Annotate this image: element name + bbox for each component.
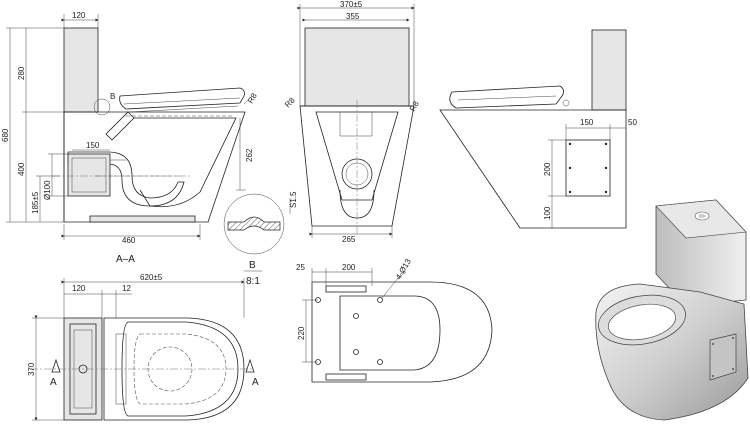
section-mark-left: A — [50, 377, 57, 388]
dim-edge: 25 — [296, 263, 305, 272]
dim-cistern-height: 280 — [17, 66, 26, 80]
detail-b-view: S1.5 B 8:1 — [223, 191, 298, 287]
front-cistern — [304, 27, 410, 107]
isometric-render — [595, 199, 749, 421]
dim-slot-length: 200 — [342, 263, 356, 272]
dim-width: 370 — [27, 362, 36, 376]
side-cistern — [591, 29, 627, 111]
right-side-view: 150 50 200 100 — [439, 29, 637, 229]
cistern — [63, 27, 99, 113]
section-mark-right: A — [252, 377, 259, 388]
dim-panel-height: 200 — [543, 162, 552, 176]
trap-pipe — [67, 151, 185, 207]
top-view: A A 620±5 120 12 370 — [27, 273, 259, 421]
dim-overall-width: 370±5 — [340, 0, 363, 9]
dim-radius-right: R8 — [408, 99, 421, 113]
access-panel — [565, 139, 611, 197]
bowl-inner — [134, 117, 237, 208]
dim-seat-level: 400 — [17, 162, 26, 176]
dim-radius-left: R8 — [283, 95, 297, 109]
dim-radius: R8 — [246, 91, 259, 105]
render-access-panel — [709, 333, 737, 381]
dim-panel-bottom: 100 — [543, 206, 552, 220]
dim-holes: 4-Ø13 — [394, 257, 413, 281]
dim-depth: 262 — [245, 148, 254, 162]
side-section-view: B 120 680 280 400 185±5 Ø100 150 — [1, 11, 259, 265]
dim-cistern-width: 120 — [72, 11, 86, 20]
detail-ref-label: B — [110, 92, 115, 101]
side-seat — [449, 85, 564, 109]
dim-hole-spacing: 220 — [297, 326, 306, 340]
dim-pipe-length: 150 — [86, 141, 100, 150]
top-seat-ring — [121, 321, 239, 417]
dim-base-width: 265 — [342, 235, 356, 244]
dim-total-height: 680 — [1, 128, 10, 142]
dim-panel-width: 150 — [580, 118, 594, 127]
detail-b-dim: S1.5 — [289, 191, 298, 208]
dim-overall-length: 620±5 — [140, 273, 163, 282]
dim-offset: 12 — [122, 284, 131, 293]
detail-b-callout-circle — [93, 98, 111, 116]
dim-outlet-height: 185±5 — [31, 191, 40, 214]
dim-panel-offset: 50 — [628, 118, 637, 127]
bottom-slot-bottom — [325, 373, 367, 381]
detail-b-title: B — [249, 260, 256, 271]
bottom-view: 25 200 4-Ø13 220 — [296, 257, 493, 383]
section-label: A–A — [116, 254, 135, 265]
bottom-slot-top — [325, 285, 367, 293]
front-view: 370±5 355 R8 R8 265 — [283, 0, 421, 244]
seat-lid — [119, 87, 245, 110]
dim-base-length: 460 — [122, 236, 136, 245]
dim-cistern-depth: 120 — [72, 284, 86, 293]
dim-outlet-diameter: Ø100 — [43, 180, 52, 200]
dim-cistern-width-front: 355 — [346, 12, 360, 21]
detail-b-scale: 8:1 — [246, 276, 260, 287]
